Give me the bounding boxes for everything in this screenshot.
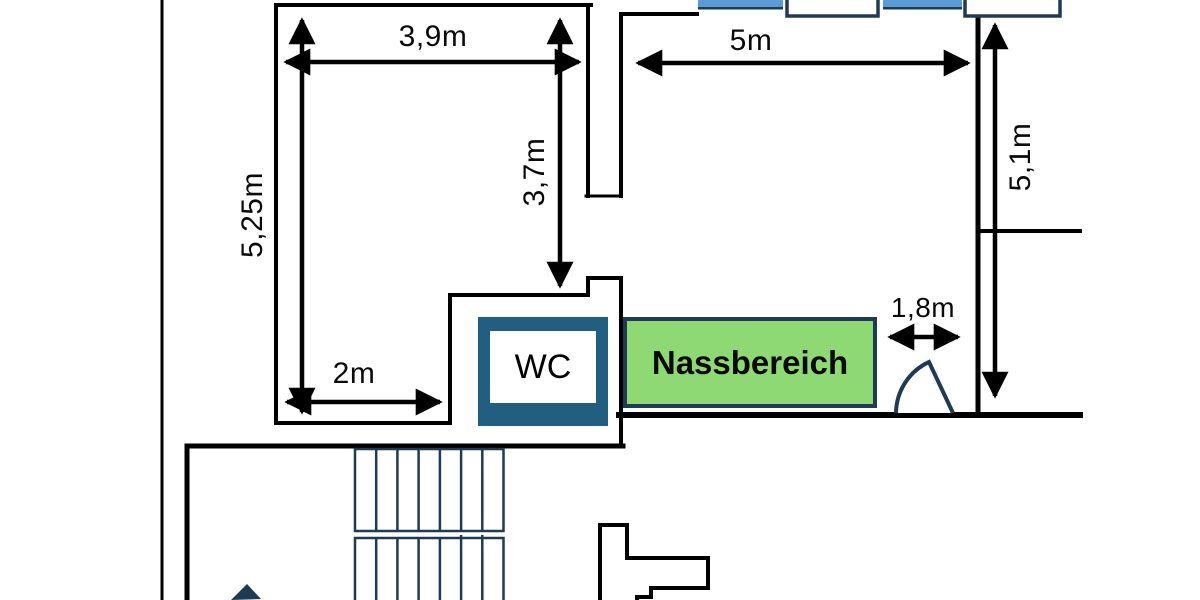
dim-label-top-right-width: 5m [729, 24, 773, 57]
door-swing-symbol [894, 359, 955, 414]
stairs-upper-flight [353, 447, 505, 533]
window-glass-left-sill [698, 7, 783, 10]
wall-partition-upper-right-line [619, 12, 699, 198]
dim-label-bottom-left-width: 2m [332, 357, 376, 390]
wall-corridor [184, 443, 626, 600]
wc-fixture: WC [478, 317, 608, 426]
dim-label-door-width: 1,8m [890, 292, 956, 323]
window-glass-right-sill [883, 7, 962, 10]
stairs-lower-flight [353, 535, 505, 600]
dim-label-right-height: 5,1m [1004, 122, 1037, 192]
dim-label-top-left-width: 3,9m [398, 20, 468, 53]
dim-label-left-height: 5,25m [236, 172, 269, 258]
wc-label: WC [514, 347, 572, 386]
window-glass-right [883, 0, 962, 7]
dim-label-mid-height: 3,7m [518, 137, 551, 207]
window-frame-left [785, 0, 880, 18]
wet-area-label: Nassbereich [651, 343, 849, 381]
window-glass-left [698, 0, 783, 7]
wc-label-box: WC [490, 331, 596, 403]
window-frame-right [963, 0, 1062, 18]
wet-area-box: Nassbereich [623, 317, 877, 408]
stairs-direction-arrowhead [231, 584, 261, 600]
wall-bottom-middle-structure [598, 523, 710, 600]
wall-left-room-outline [274, 3, 623, 448]
